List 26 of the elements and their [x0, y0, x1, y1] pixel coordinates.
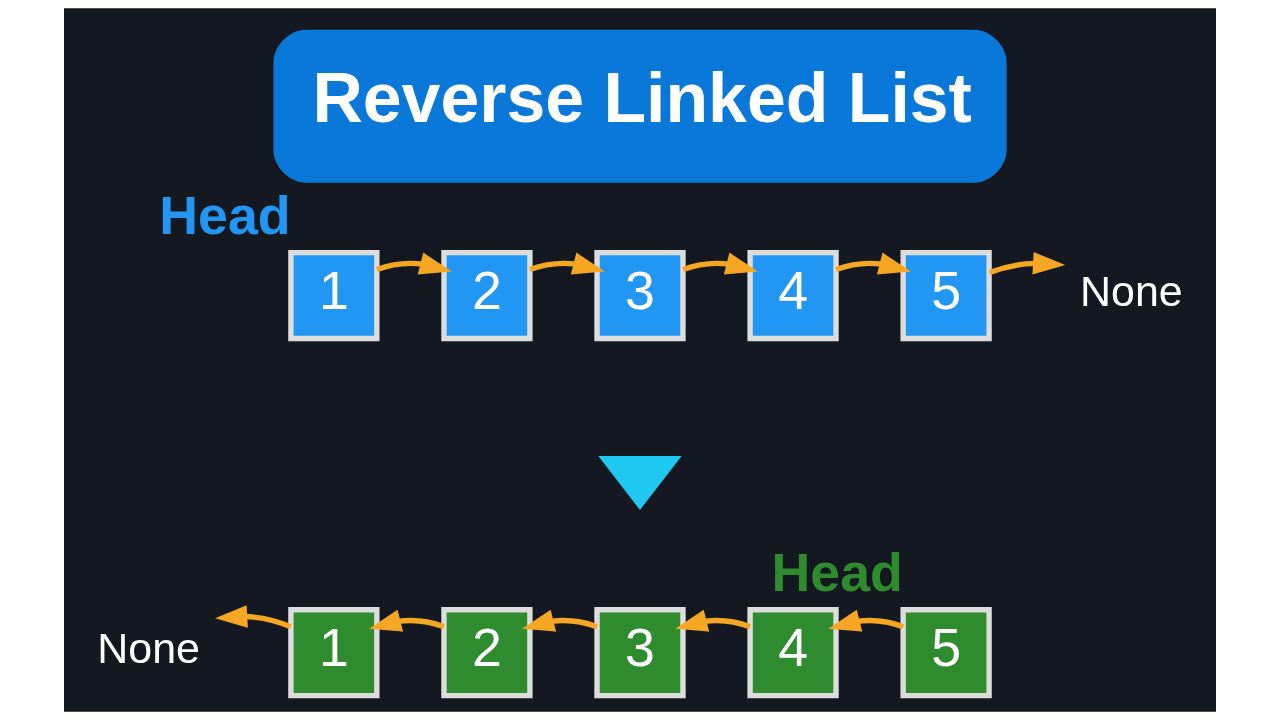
node-box: 2: [441, 249, 533, 342]
arrow: [828, 609, 905, 632]
node-label: Head: [159, 184, 291, 245]
node-box: 5: [900, 607, 992, 699]
node-arrow: [598, 456, 682, 510]
arrow: [675, 609, 751, 632]
diagram-title: Reverse Linked List: [312, 58, 972, 137]
node-text: None: [97, 623, 200, 672]
node-box: 1: [288, 607, 380, 699]
node-box: 4: [747, 249, 839, 342]
arrow: [522, 609, 598, 632]
arrow: [988, 252, 1066, 275]
node-box: 3: [594, 607, 686, 699]
node-box: 3: [594, 249, 686, 342]
node-box: 1: [288, 249, 380, 342]
arrow: [529, 252, 605, 275]
arrow: [369, 609, 445, 632]
arrow: [682, 252, 758, 275]
node-box: 5: [900, 249, 992, 342]
arrow: [835, 252, 912, 275]
node-text: None: [1080, 266, 1183, 315]
node-box: 4: [747, 607, 839, 699]
node-label: Head: [771, 541, 903, 602]
node-box: 2: [441, 607, 533, 699]
arrow: [376, 252, 452, 275]
arrow: [215, 605, 292, 630]
